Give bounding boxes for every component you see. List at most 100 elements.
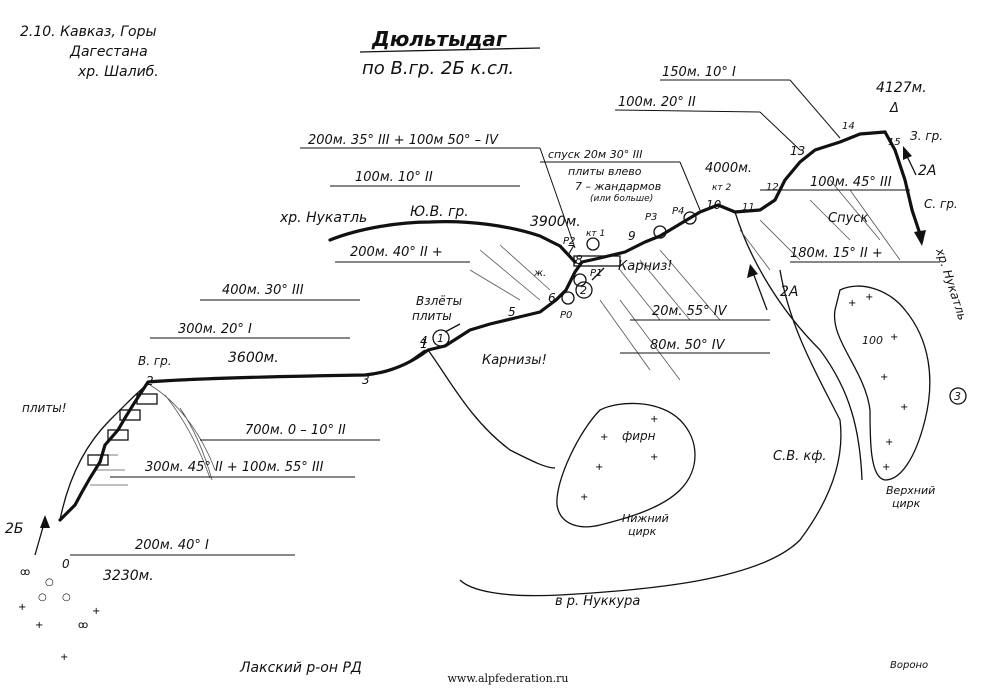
north-ridge-label: С. гр. xyxy=(924,197,958,211)
descent-label: Спуск xyxy=(828,211,868,226)
svg-text:+: + xyxy=(600,432,608,443)
direction-arrows xyxy=(34,146,926,556)
district-label: Лакский р-он РД xyxy=(239,660,362,676)
route-point: 6 xyxy=(548,291,556,305)
checkpoint-label: кт 1 xyxy=(586,229,605,239)
section-label: 200м. 35° III + 100м 50° – IV xyxy=(308,133,499,148)
svg-text:ꝏ: ꝏ xyxy=(78,620,88,631)
section-label: 200м. 40° I xyxy=(135,538,209,553)
belay-point: P2 xyxy=(563,236,575,247)
annotations: хр. Нукатль Ю.В. гр. В. гр. З. гр. С. гр… xyxy=(5,129,970,676)
svg-text:+: + xyxy=(882,462,890,473)
section-label: 100м. 20° II xyxy=(618,95,696,110)
svg-text:○: ○ xyxy=(62,592,71,603)
svg-text:+: + xyxy=(650,452,658,463)
main-ridge-route xyxy=(98,130,887,464)
section-label: 20м. 55° IV xyxy=(652,304,728,319)
section-label: (или больше) xyxy=(590,194,653,204)
altitude-labels: 3230м. 3600м. 3900м. 4000м. xyxy=(103,161,752,584)
section-label: спуск 20м 30° III xyxy=(548,148,642,161)
altitude-label: 4000м. xyxy=(705,161,752,176)
left-ridge-upper xyxy=(328,220,577,264)
upper-firn-field xyxy=(833,285,931,481)
route-point: 8 xyxy=(575,253,583,267)
section-label: 300м. 45° II + 100м. 55° III xyxy=(145,460,324,475)
circled-marks: 1 2 3 xyxy=(432,281,967,405)
svg-text:+: + xyxy=(865,292,873,303)
section-label: 300м. 20° I xyxy=(178,322,252,337)
section-labels: 150м. 10° I 100м. 20° II 200м. 35° III +… xyxy=(135,65,892,553)
slabs-left-label: плиты! xyxy=(22,401,67,415)
route-point: 1 xyxy=(420,337,428,351)
section-label: 200м. 40° II + xyxy=(350,245,443,260)
ridge-se-label: Ю.В. гр. xyxy=(410,204,469,220)
summit-altitude: 4127м. xyxy=(876,80,927,96)
altitude-label: 3900м. xyxy=(530,214,581,230)
website-url: www.alpfederation.ru xyxy=(448,672,569,685)
svg-text:+: + xyxy=(885,437,893,448)
route-point: 0 xyxy=(62,557,70,571)
svg-text:○: ○ xyxy=(45,577,54,588)
route-point: 10 xyxy=(706,198,722,212)
route-point: 12 xyxy=(766,182,779,193)
region-header: 2.10. Кавказ, Горы Дагестана хр. Шалиб. xyxy=(20,24,159,80)
ne-face-label: С.В. кф. xyxy=(773,449,827,464)
lower-cirque-label-2: цирк xyxy=(628,525,657,538)
region-line-1: 2.10. Кавказ, Горы xyxy=(20,24,157,40)
lower-cirque-label: Нижний xyxy=(622,512,669,525)
svg-text:ꝏ: ꝏ xyxy=(20,567,30,578)
svg-text:+: + xyxy=(900,402,908,413)
belay-point: P3 xyxy=(645,212,657,223)
ridge-name-label: хр. Нукатль xyxy=(279,210,367,226)
peak-title: Дюльтыдаг xyxy=(371,27,507,51)
abbrev-label: ж. xyxy=(533,268,546,279)
route-point: 3 xyxy=(362,373,370,387)
route-point: 11 xyxy=(742,202,755,213)
svg-text:+: + xyxy=(848,298,856,309)
svg-text:+: + xyxy=(580,492,588,503)
section-label: 80м. 50° IV xyxy=(650,338,726,353)
belay-points: P0 P1 P2 P3 P4 xyxy=(560,206,697,321)
lower-firn-field xyxy=(556,402,696,528)
region-line-2: Дагестана xyxy=(69,44,148,60)
svg-text:+: + xyxy=(595,462,603,473)
section-label: плиты влево xyxy=(568,165,642,178)
summit-marker: Δ xyxy=(889,101,899,116)
terrain-marks: ꝏ○○ ++ꝏ +○+ +++ ++ +++ +++ + xyxy=(18,292,908,663)
section-label: 180м. 15° II + xyxy=(790,246,883,261)
section-label: 400м. 30° III xyxy=(222,283,304,298)
upper-cirque-label-2: цирк xyxy=(892,497,921,510)
firn-label: фирн xyxy=(622,429,656,443)
gendarme-boxes xyxy=(87,255,621,466)
altitude-label: 3600м. xyxy=(228,350,279,366)
slabs-up-label-2: плиты xyxy=(412,309,452,323)
svg-text:+: + xyxy=(35,620,43,631)
section-leaders xyxy=(70,79,940,556)
route-point: 4 xyxy=(420,334,428,348)
route-point: 2 xyxy=(146,374,154,388)
svg-text:+: + xyxy=(92,606,100,617)
belay-point: P0 xyxy=(560,310,572,321)
svg-text:+: + xyxy=(650,414,658,425)
grade-left-label: 2Б xyxy=(5,521,24,537)
upper-cirque-label: Верхний xyxy=(886,484,935,497)
svg-text:+: + xyxy=(890,332,898,343)
section-label: 100м. 10° II xyxy=(355,170,433,185)
checkpoint-label: кт 2 xyxy=(712,183,732,193)
cornice-label: Карниз! xyxy=(618,259,673,274)
region-line-3: хр. Шалиб. xyxy=(77,64,159,80)
river-label: в р. Нуккура xyxy=(555,594,640,609)
signature: Вороно xyxy=(890,660,928,671)
start-ridge xyxy=(58,460,102,522)
section-label: 700м. 0 – 10° II xyxy=(245,423,346,438)
title-underline xyxy=(359,47,541,53)
section-label: 100м. 45° III xyxy=(810,175,892,190)
section-label: 7 – жандармов xyxy=(575,180,661,193)
route-points: 0 1 2 3 4 5 6 7 8 9 10 11 12 13 14 15 xyxy=(62,121,901,571)
route-point: 9 xyxy=(628,229,636,243)
belay-point: P4 xyxy=(672,206,684,217)
section-label: 150м. 10° I xyxy=(662,65,736,80)
grade-right-label-1: 2А xyxy=(780,284,798,300)
circled-mark: 3 xyxy=(954,390,961,403)
